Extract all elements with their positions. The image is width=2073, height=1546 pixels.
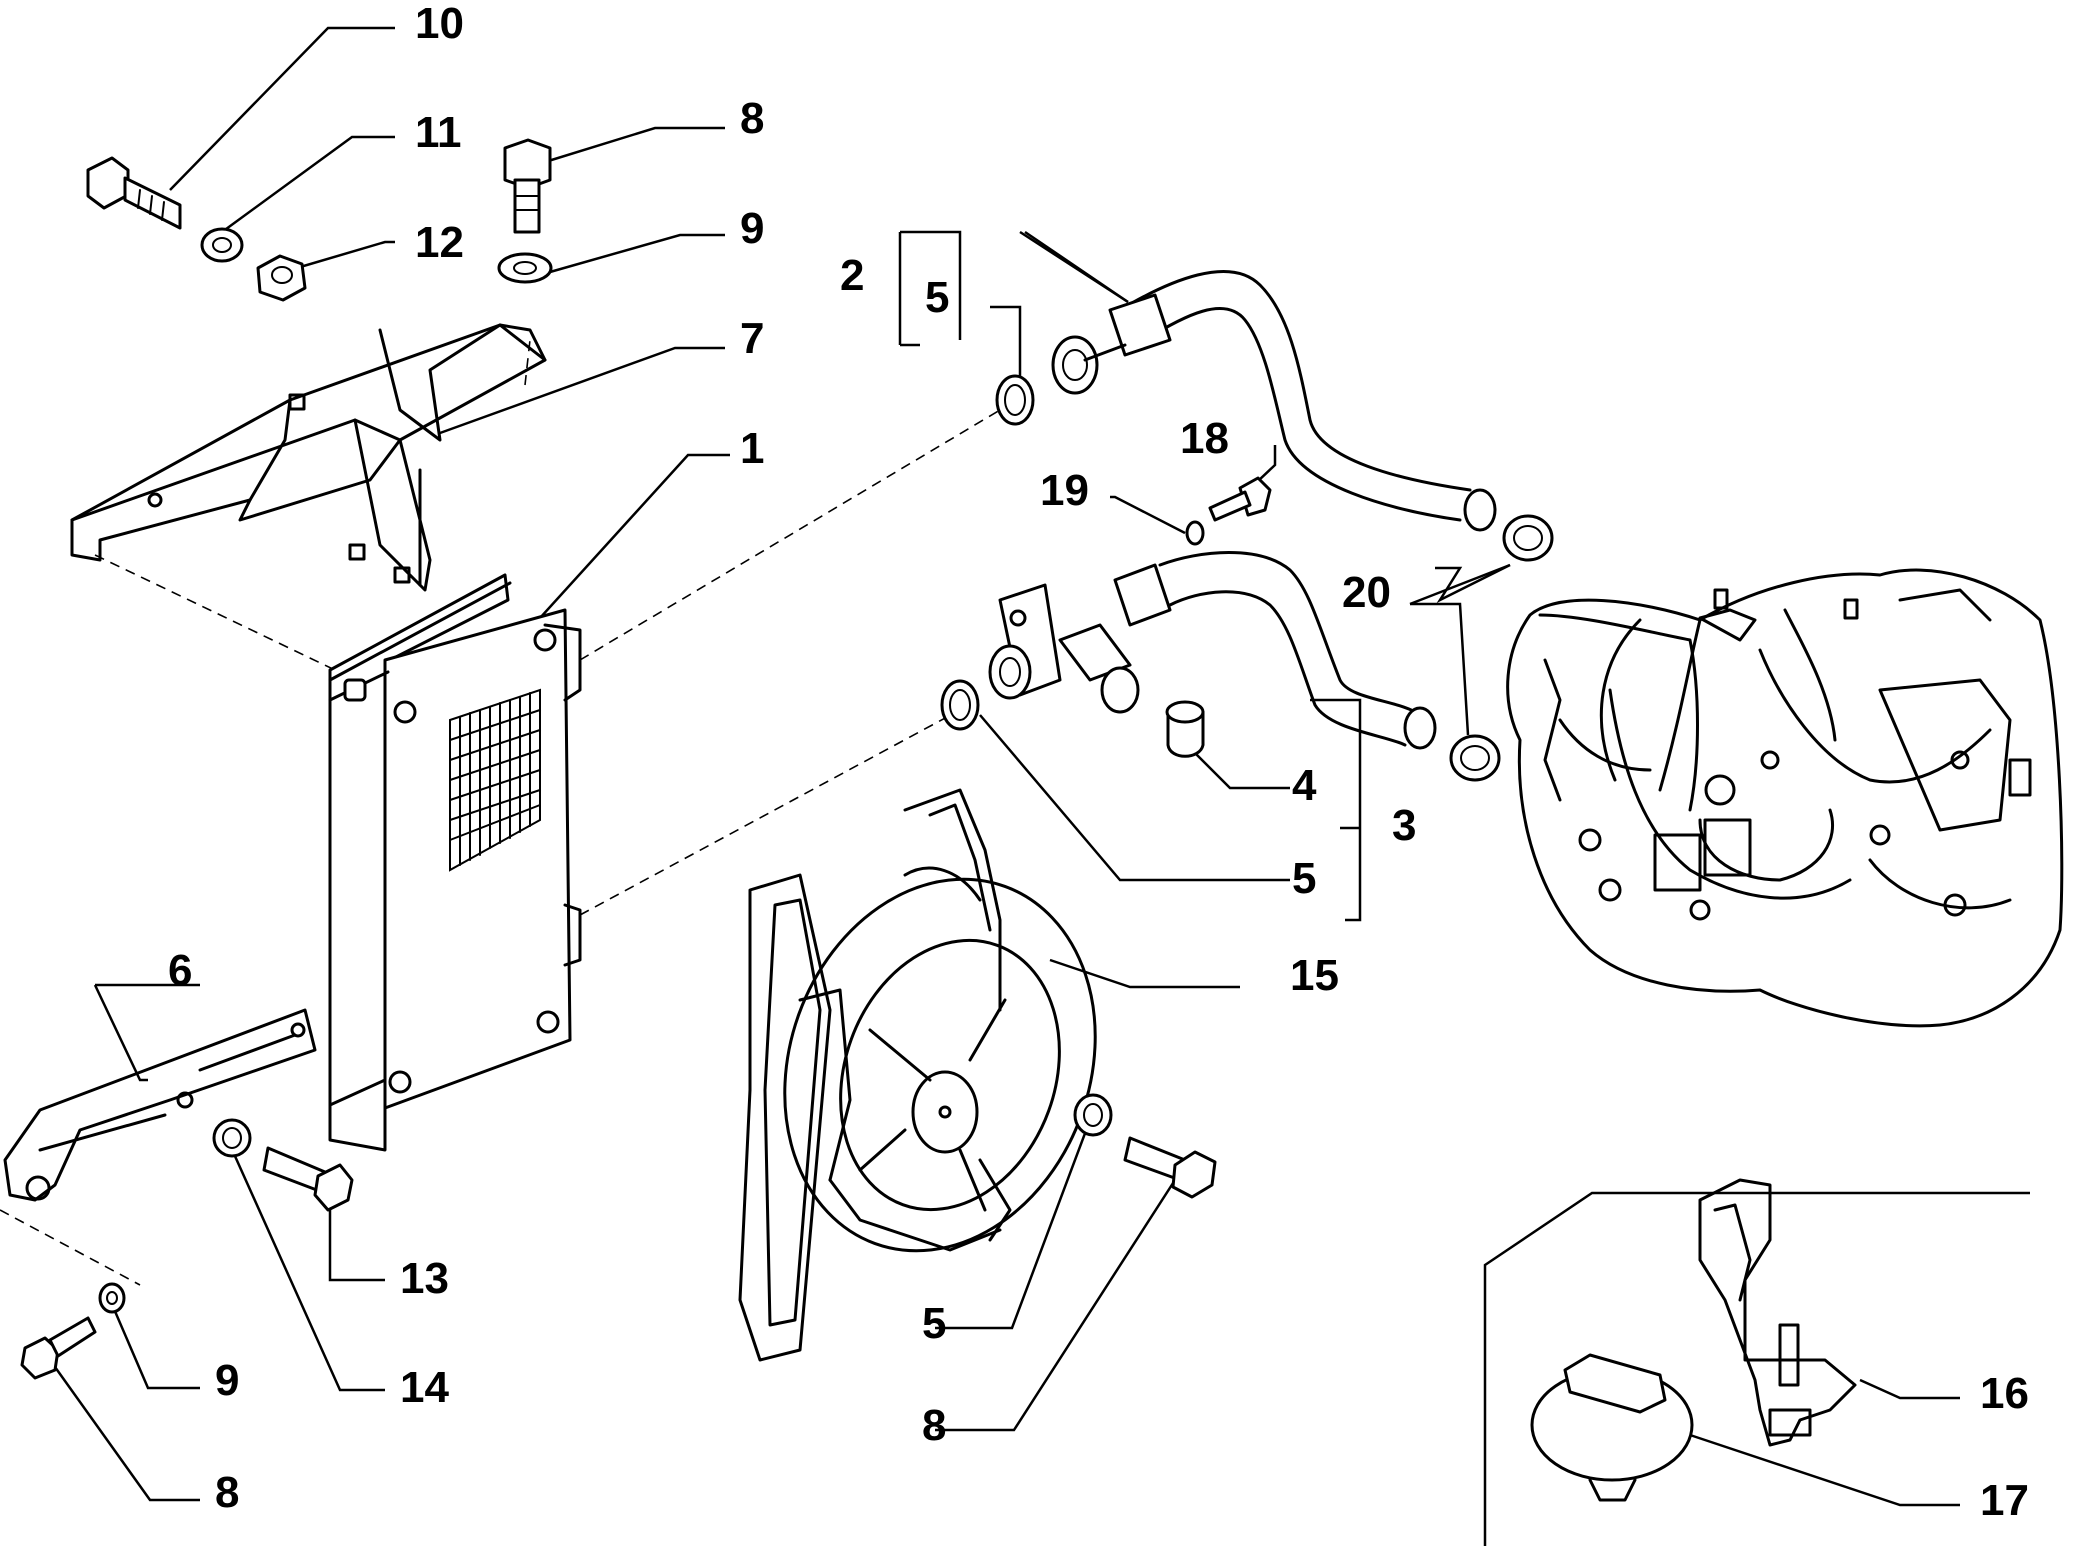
callout-3: 3 <box>1392 801 1416 850</box>
bracket-7-icon <box>70 323 547 592</box>
o-ring-5-top-icon <box>995 374 1035 426</box>
washer-19-icon <box>1185 520 1205 546</box>
callout-18: 18 <box>1180 414 1229 463</box>
callout-1: 1 <box>740 424 764 473</box>
leader-lines <box>48 26 2030 1546</box>
washer-11-icon <box>200 227 244 263</box>
callout-20: 20 <box>1342 568 1391 617</box>
callout-5-middle: 5 <box>1292 854 1316 903</box>
callout-15: 15 <box>1290 951 1339 1000</box>
callout-12: 12 <box>415 218 464 267</box>
callout-8-top: 8 <box>740 94 764 143</box>
callout-7: 7 <box>740 314 764 363</box>
o-ring-5-middle-icon <box>940 679 980 731</box>
callout-13: 13 <box>400 1254 449 1303</box>
sensor-16-icon <box>1698 1178 1857 1447</box>
clip-17-icon <box>1530 1353 1694 1502</box>
pipe-2-icon <box>1051 269 1497 532</box>
gearbox-icon <box>1506 568 2064 1028</box>
callout-19: 19 <box>1040 466 1089 515</box>
clamp-20-bottom-icon <box>1449 734 1501 782</box>
callout-6: 6 <box>168 946 192 995</box>
washer-9-lower-icon <box>98 1282 126 1314</box>
bolt-10-icon <box>86 156 182 230</box>
pipe-3-icon <box>988 551 1437 750</box>
callout-17: 17 <box>1980 1476 2029 1525</box>
callout-8-fan: 8 <box>922 1401 946 1450</box>
callout-numbers: 10 11 12 8 9 2 5 7 1 18 19 20 4 5 3 15 6… <box>168 0 2029 1525</box>
o-ring-5-lower-icon <box>1073 1093 1113 1137</box>
callout-5-lower: 5 <box>922 1299 946 1348</box>
callout-11: 11 <box>415 108 462 157</box>
bolt-8-lower-icon <box>20 1316 97 1380</box>
callout-8-lower: 8 <box>215 1468 239 1517</box>
oil-cooler-1-icon <box>328 573 582 1152</box>
bolt-8-fan-icon <box>1123 1136 1217 1199</box>
callout-2: 2 <box>840 251 864 300</box>
bolt-18-icon <box>1208 476 1272 522</box>
callout-9-lower: 9 <box>215 1356 239 1405</box>
bracket-6-icon <box>3 1008 317 1202</box>
callout-5-top: 5 <box>925 273 949 322</box>
washer-9-top-icon <box>497 252 553 284</box>
callout-14: 14 <box>400 1363 449 1412</box>
clamp-20-top-icon <box>1502 514 1554 562</box>
bolt-8-top-icon <box>503 138 552 234</box>
callout-9-top: 9 <box>740 204 764 253</box>
nut-12-icon <box>256 254 307 302</box>
callout-4: 4 <box>1292 761 1317 810</box>
callout-10: 10 <box>415 0 464 48</box>
cap-4-icon <box>1165 700 1205 758</box>
cooler-core-grid <box>449 688 541 872</box>
callout-16: 16 <box>1980 1369 2029 1418</box>
fan-15-icon <box>738 788 1097 1362</box>
washer-14-icon <box>212 1118 252 1158</box>
bolt-13-icon <box>262 1146 354 1212</box>
